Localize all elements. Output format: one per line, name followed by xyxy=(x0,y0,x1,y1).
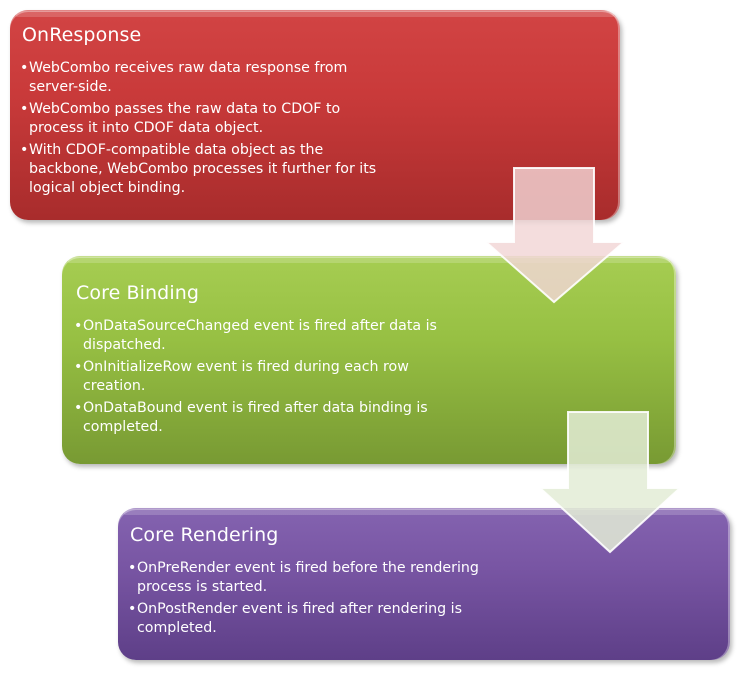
bullet-icon: • xyxy=(20,60,29,76)
stage-onresponse: OnResponse •WebCombo receives raw data r… xyxy=(10,10,620,220)
bullet-item: •OnDataBound event is fired after data b… xyxy=(74,400,428,435)
bullet-icon: • xyxy=(74,400,83,416)
bullet-item: •OnPostRender event is fired after rende… xyxy=(128,601,462,636)
stage-bullet-list: •WebCombo receives raw data response fro… xyxy=(20,59,380,201)
stage-title: OnResponse xyxy=(22,24,142,46)
arrow-shape xyxy=(483,167,627,304)
bullet-item: •WebCombo passes the raw data to CDOF to… xyxy=(20,101,341,136)
bullet-icon: • xyxy=(20,142,29,158)
bullet-icon: • xyxy=(74,359,83,375)
stage-bullet-list: •OnDataSourceChanged event is fired afte… xyxy=(74,317,464,440)
down-arrow-icon xyxy=(532,410,682,556)
down-arrow-icon xyxy=(482,166,628,306)
bullet-icon: • xyxy=(20,101,29,117)
bullet-item: •OnPreRender event is fired before the r… xyxy=(128,560,479,595)
bullet-item: •OnInitializeRow event is fired during e… xyxy=(74,359,409,394)
stage-bullet-list: •OnPreRender event is fired before the r… xyxy=(128,559,508,641)
stage-title: Core Binding xyxy=(76,282,200,304)
stage-title: Core Rendering xyxy=(130,524,279,546)
bullet-icon: • xyxy=(128,601,137,617)
bullet-item: •WebCombo receives raw data response fro… xyxy=(20,60,348,95)
bullet-item: •With CDOF-compatible data object as the… xyxy=(20,142,377,196)
bullet-item: •OnDataSourceChanged event is fired afte… xyxy=(74,318,437,353)
bullet-icon: • xyxy=(74,318,83,334)
bullet-icon: • xyxy=(128,560,137,576)
arrow-shape xyxy=(537,411,682,554)
